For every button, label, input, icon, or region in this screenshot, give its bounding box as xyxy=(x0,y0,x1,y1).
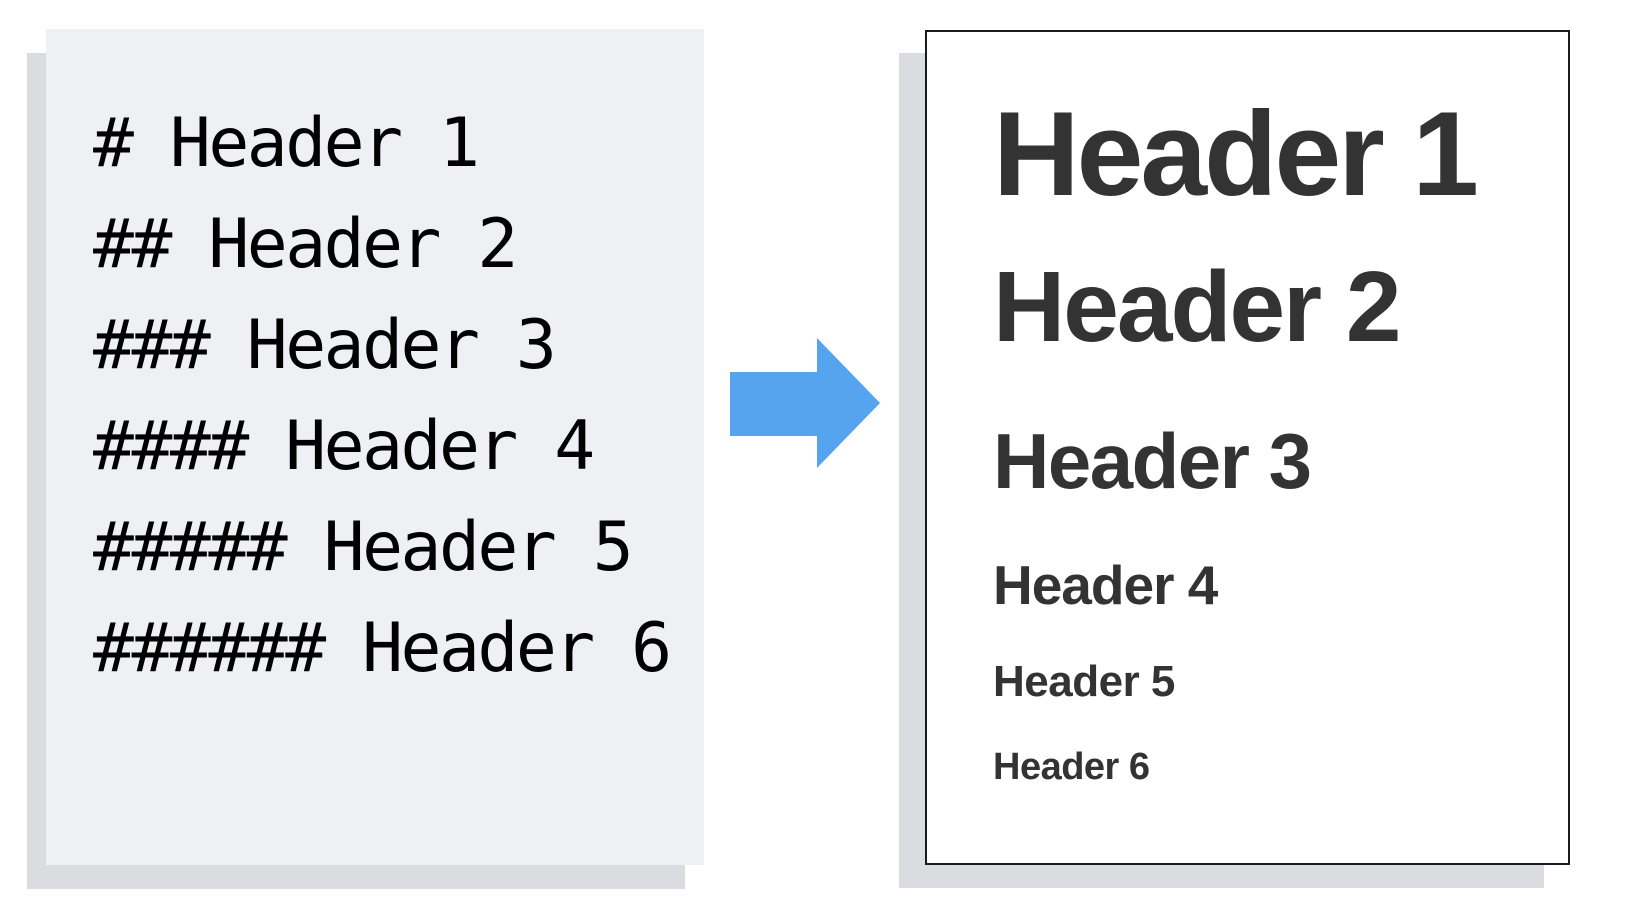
markdown-line-h1: # Header 1 xyxy=(93,104,480,183)
markdown-source-panel: # Header 1 ## Header 2 ### Header 3 ####… xyxy=(46,29,704,865)
markdown-line-h3: ### Header 3 xyxy=(93,306,557,385)
markdown-line-h5: ##### Header 5 xyxy=(93,508,634,587)
markdown-line-h4: #### Header 4 xyxy=(93,407,595,486)
rendered-header-h6: Header 6 xyxy=(993,746,1150,788)
markdown-line-h2: ## Header 2 xyxy=(93,205,518,284)
rendered-header-h3: Header 3 xyxy=(993,417,1312,505)
rendered-header-h2: Header 2 xyxy=(993,251,1401,363)
markdown-line-h6: ###### Header 6 xyxy=(93,609,672,688)
rendered-header-h4: Header 4 xyxy=(993,554,1218,616)
rendered-header-h1: Header 1 xyxy=(993,87,1479,221)
renders-to-arrow-icon xyxy=(730,338,880,468)
rendered-output-panel: Header 1 Header 2 Header 3 Header 4 Head… xyxy=(925,30,1570,865)
rendered-header-h5: Header 5 xyxy=(993,657,1175,706)
